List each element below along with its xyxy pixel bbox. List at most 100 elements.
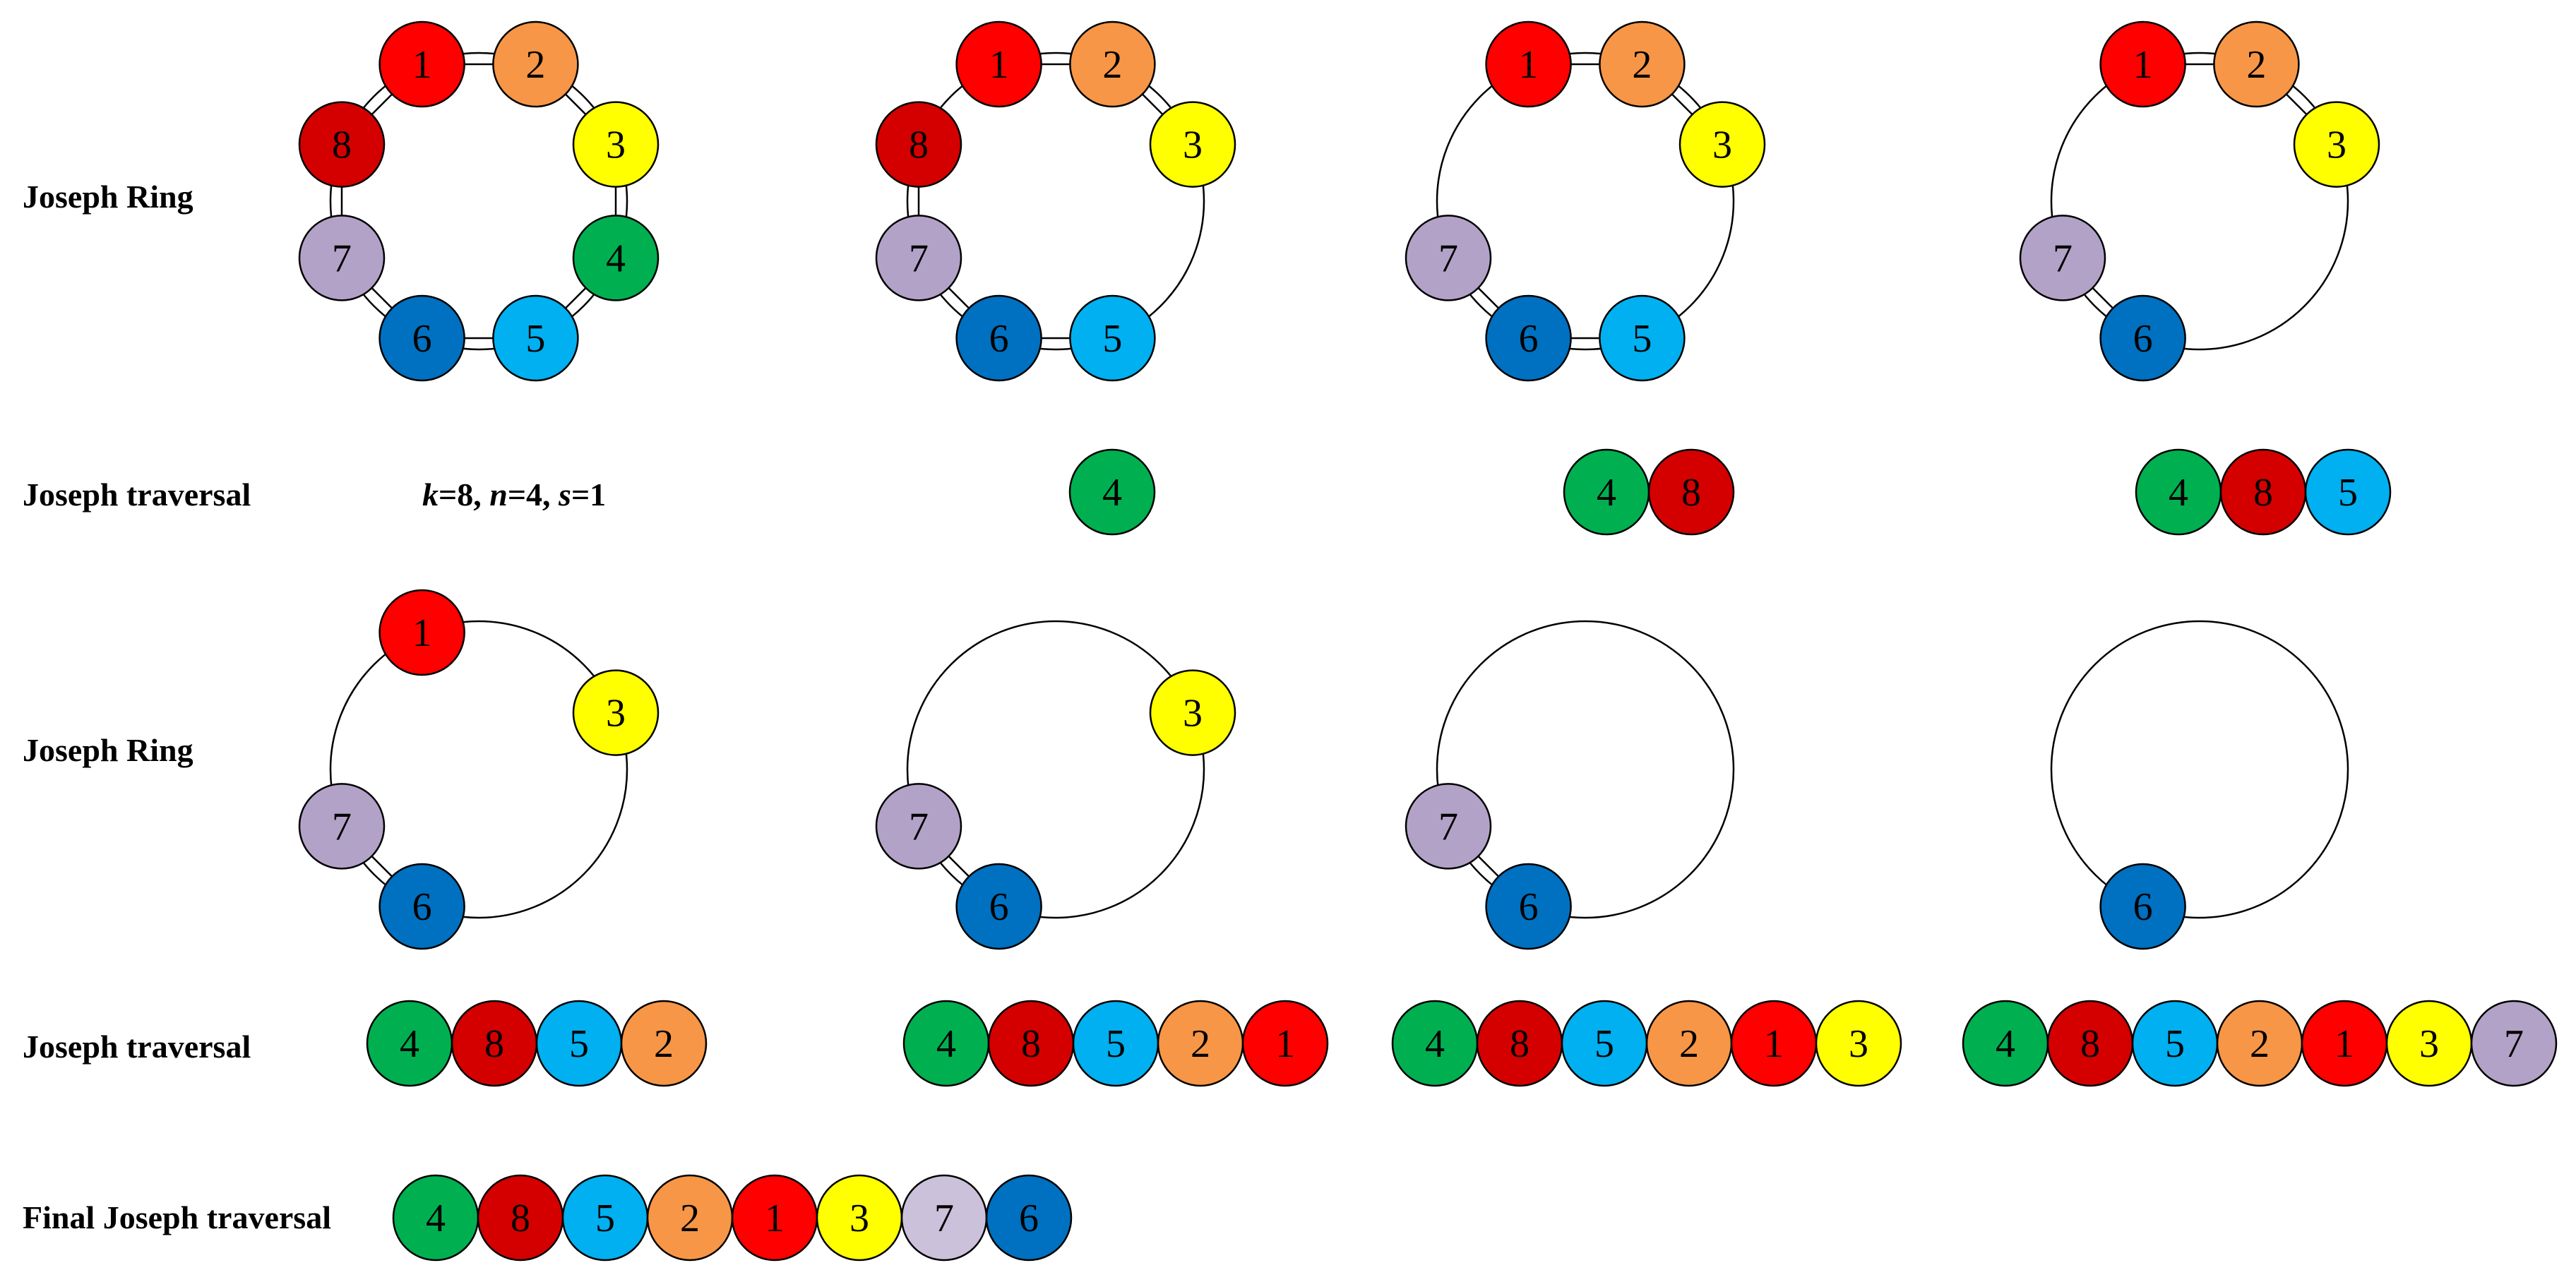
traversal-7-node-4-label: 2 xyxy=(2250,1022,2270,1066)
ring-4-node-7: 7 xyxy=(2019,215,2106,301)
ring-2-node-5: 5 xyxy=(1069,294,1156,382)
final-traversal-node-7-label: 7 xyxy=(934,1197,954,1240)
ring-3-node-3-circle xyxy=(1678,101,1766,188)
final-traversal-node-8-circle xyxy=(985,1174,1073,1262)
ring-1-node-4-label: 4 xyxy=(606,236,626,280)
final-traversal-node-4-label: 2 xyxy=(680,1197,700,1240)
ring-4-node-3-label: 3 xyxy=(2327,124,2347,167)
ring-5-loop xyxy=(329,620,628,919)
ring-4-node-2-label: 2 xyxy=(2246,43,2266,87)
traversal-1-node-1-circle xyxy=(1068,448,1156,536)
ring-3-node-2: 2 xyxy=(1599,20,1686,108)
ring-7-node-7: 7 xyxy=(1405,783,1492,870)
traversal-6-node-6: 3 xyxy=(1815,1000,1902,1087)
ring-5-node-6-circle xyxy=(378,863,465,950)
traversal-4-node-2-label: 8 xyxy=(484,1022,504,1066)
ring-8-loop xyxy=(2050,620,2349,919)
ring-7-node-6-circle xyxy=(1485,863,1572,950)
ring-3-node-3: 3 xyxy=(1678,101,1766,188)
ring-7-node-7-label: 7 xyxy=(1438,805,1458,849)
ring-1-node-2-label: 2 xyxy=(525,43,545,87)
ring-1-node-2-circle xyxy=(492,20,579,108)
traversal-7-node-6-label: 3 xyxy=(2419,1022,2439,1066)
ring-1-node-8: 8 xyxy=(298,101,386,188)
ring-6-node-7: 7 xyxy=(875,783,962,870)
final-traversal-node-5-label: 1 xyxy=(765,1197,785,1240)
ring-5-node-6-label: 6 xyxy=(412,885,432,929)
ring-5-node-3-label: 3 xyxy=(606,692,626,736)
ring-4-node-6: 6 xyxy=(2099,294,2186,382)
row-label-final: Final Joseph traversal xyxy=(23,1199,331,1235)
ring-2-node-8-circle xyxy=(875,101,962,188)
param-k-symbol: k xyxy=(422,477,439,513)
traversal-6-node-6-label: 3 xyxy=(1849,1022,1868,1066)
ring-4-node-6-circle xyxy=(2099,294,2186,382)
traversal-4-node-4-label: 2 xyxy=(654,1022,674,1066)
traversal-7-node-4: 2 xyxy=(2216,1000,2303,1087)
ring-1-node-7: 7 xyxy=(298,215,386,301)
ring-2-node-3-circle xyxy=(1149,101,1236,188)
traversal-7-node-7: 7 xyxy=(2470,1000,2558,1087)
ring-1-node-3-label: 3 xyxy=(606,124,626,167)
ring-6-node-6-label: 6 xyxy=(989,885,1009,929)
ring-7-node-6: 6 xyxy=(1485,863,1572,950)
ring-1-node-6-circle xyxy=(378,294,465,382)
ring-5-node-1-circle xyxy=(378,589,465,676)
param-s-value: =1 xyxy=(571,477,606,513)
ring-5-node-3-circle xyxy=(572,669,660,756)
ring-2-node-8: 8 xyxy=(875,101,962,188)
ring-4-node-2: 2 xyxy=(2213,20,2300,108)
traversal-6-node-1: 4 xyxy=(1391,1000,1479,1087)
ring-2-node-5-circle xyxy=(1069,294,1156,382)
ring-3-node-7-label: 7 xyxy=(1438,236,1458,280)
traversal-2-node-2: 8 xyxy=(1647,448,1735,536)
ring-2-loop xyxy=(906,52,1205,351)
ring-1-node-3: 3 xyxy=(572,101,660,188)
ring-4-node-1: 1 xyxy=(2099,20,2186,108)
ring-1-node-7-circle xyxy=(298,215,386,301)
traversal-5-node-4-label: 2 xyxy=(1191,1022,1210,1066)
ring-5-node-7: 7 xyxy=(298,783,386,870)
traversal-6-node-4-label: 2 xyxy=(1679,1022,1699,1066)
traversal-6-node-1-label: 4 xyxy=(1425,1022,1445,1066)
final-traversal-node-3: 5 xyxy=(561,1174,649,1262)
traversal-5-node-2: 8 xyxy=(987,1000,1075,1087)
ring-4-node-1-circle xyxy=(2099,20,2186,108)
ring-3-node-3-label: 3 xyxy=(1712,124,1732,167)
ring-5-node-7-circle xyxy=(298,783,386,870)
ring-1-node-5-circle xyxy=(492,294,579,382)
traversal-6-node-2: 8 xyxy=(1476,1000,1563,1087)
ring-2-node-1-circle xyxy=(955,20,1042,108)
traversal-4-node-1-label: 4 xyxy=(400,1022,419,1066)
ring-6-node-3: 3 xyxy=(1149,669,1236,756)
traversal-6-node-6-circle xyxy=(1815,1000,1902,1087)
ring-6: 3 67 xyxy=(875,620,1236,950)
traversal-4-node-3: 5 xyxy=(535,1000,623,1087)
ring-4-node-6-label: 6 xyxy=(2133,317,2153,361)
ring-2-node-3: 3 xyxy=(1149,101,1236,188)
traversal-2-node-1-label: 4 xyxy=(1597,471,1616,515)
traversal-3-node-2-label: 8 xyxy=(2253,471,2273,515)
traversal-6-node-2-label: 8 xyxy=(1510,1022,1530,1066)
ring-4-node-1-label: 1 xyxy=(2133,43,2153,87)
ring-8-node-6: 6 xyxy=(2099,863,2186,950)
parameters-label: k=8, n=4, s=1 xyxy=(422,477,606,513)
traversal-6-node-3: 5 xyxy=(1561,1000,1648,1087)
ring-2-node-7-circle xyxy=(875,215,962,301)
traversal-2-node-1: 4 xyxy=(1563,448,1650,536)
ring-3-node-2-label: 2 xyxy=(1632,43,1652,87)
ring-1-node-2: 2 xyxy=(492,20,579,108)
traversal-3-node-1-label: 4 xyxy=(2169,471,2188,515)
ring-1-node-6-label: 6 xyxy=(412,317,432,361)
ring-1-node-4-circle xyxy=(572,215,660,301)
row-label-ring-2: Joseph Ring xyxy=(23,732,193,768)
ring-3-node-5-label: 5 xyxy=(1632,317,1652,361)
traversal-7-node-2-label: 8 xyxy=(2080,1022,2100,1066)
